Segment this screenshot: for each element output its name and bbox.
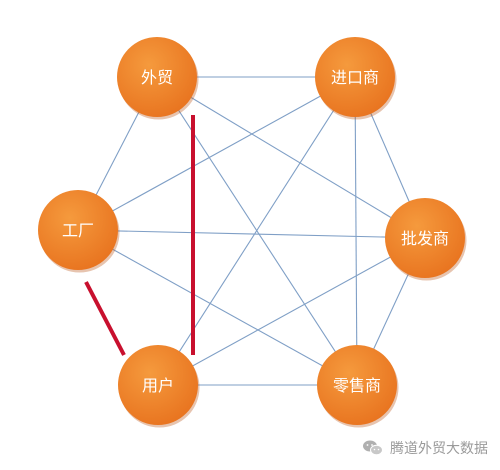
edge-jinkoushang-lingshoushang	[354, 76, 358, 386]
node-circle	[38, 190, 118, 270]
node-label: 工厂	[62, 221, 94, 240]
edges-layer	[77, 76, 426, 386]
node-jinkoushang: 进口商	[315, 37, 397, 120]
node-circle	[117, 37, 197, 117]
wechat-icon	[363, 440, 383, 456]
node-yonghu: 用户	[118, 345, 200, 428]
watermark: 腾道外贸大数据	[362, 438, 488, 458]
edge-gongchang-pifashang	[77, 229, 426, 239]
node-circle	[317, 345, 397, 425]
node-circle	[385, 198, 465, 278]
watermark-text: 腾道外贸大数据	[390, 441, 488, 457]
node-label: 进口商	[331, 68, 379, 87]
node-gongchang: 工厂	[38, 190, 120, 273]
node-label: 外贸	[141, 68, 173, 87]
node-waimao: 外贸	[117, 37, 199, 120]
node-label: 零售商	[333, 376, 381, 395]
node-circle	[118, 345, 198, 425]
highlight-edges-layer	[84, 115, 195, 356]
node-circle	[315, 37, 395, 117]
node-lingshoushang: 零售商	[317, 345, 399, 428]
edge-gongchang-lingshoushang	[77, 229, 358, 386]
highlight-edge-gongchang-yonghu	[84, 281, 126, 356]
edge-waimao-pifashang	[156, 76, 426, 239]
edge-jinkoushang-gongchang	[77, 76, 356, 231]
node-pifashang: 批发商	[385, 198, 467, 281]
node-label: 批发商	[401, 229, 449, 248]
edge-jinkoushang-yonghu	[157, 76, 356, 386]
node-label: 用户	[142, 376, 174, 395]
edge-pifashang-yonghu	[157, 237, 426, 386]
